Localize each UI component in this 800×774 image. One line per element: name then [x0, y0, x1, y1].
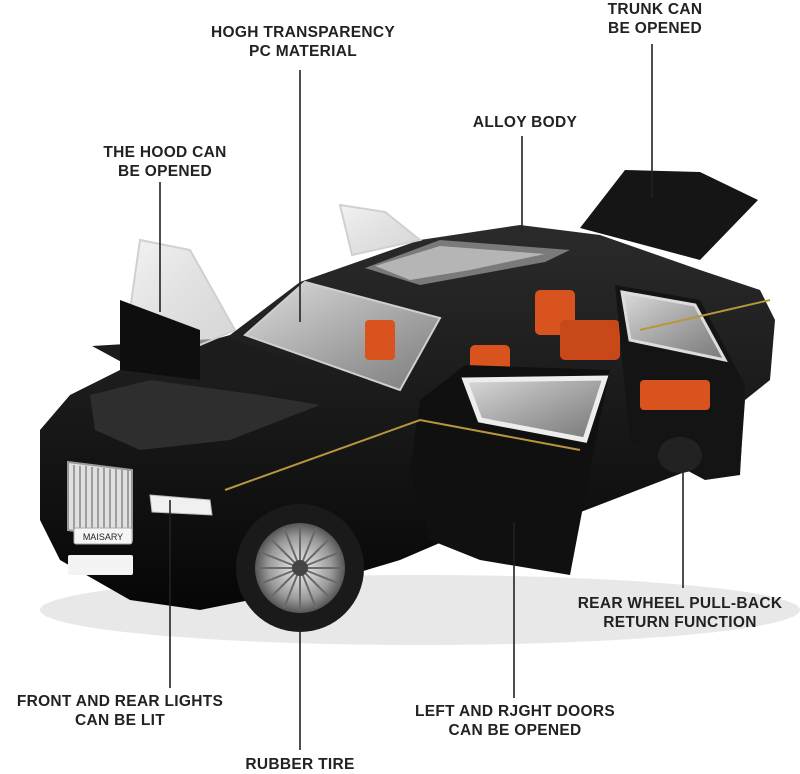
engine-bay — [90, 380, 320, 450]
callout-pullback: REAR WHEEL PULL-BACK RETURN FUNCTION — [577, 595, 783, 631]
headlight — [149, 494, 213, 516]
callout-pc-material: HOGH TRANSPARENCY PC MATERIAL — [211, 24, 395, 60]
license-plate-text: MAISARY — [83, 532, 123, 542]
seat — [365, 320, 395, 360]
callout-rubber-tire: RUBBER TIRE — [245, 756, 355, 773]
front-bumper-trim — [68, 555, 133, 575]
callout-alloy-body: ALLOY BODY — [472, 114, 578, 131]
rear-tire — [658, 437, 702, 473]
callout-trunk: TRUNK CAN BE OPENED — [607, 1, 703, 37]
windshield — [243, 280, 442, 392]
callout-lights: FRONT AND REAR LIGHTS CAN BE LIT — [16, 693, 224, 729]
callout-hood: THE HOOD CAN BE OPENED — [103, 144, 227, 180]
callout-doors: LEFT AND RJGHT DOORS CAN BE OPENED — [414, 703, 616, 739]
pinstripe — [224, 418, 581, 491]
trunk-lid — [580, 170, 758, 260]
seat — [560, 320, 620, 360]
license-plate — [73, 527, 133, 545]
